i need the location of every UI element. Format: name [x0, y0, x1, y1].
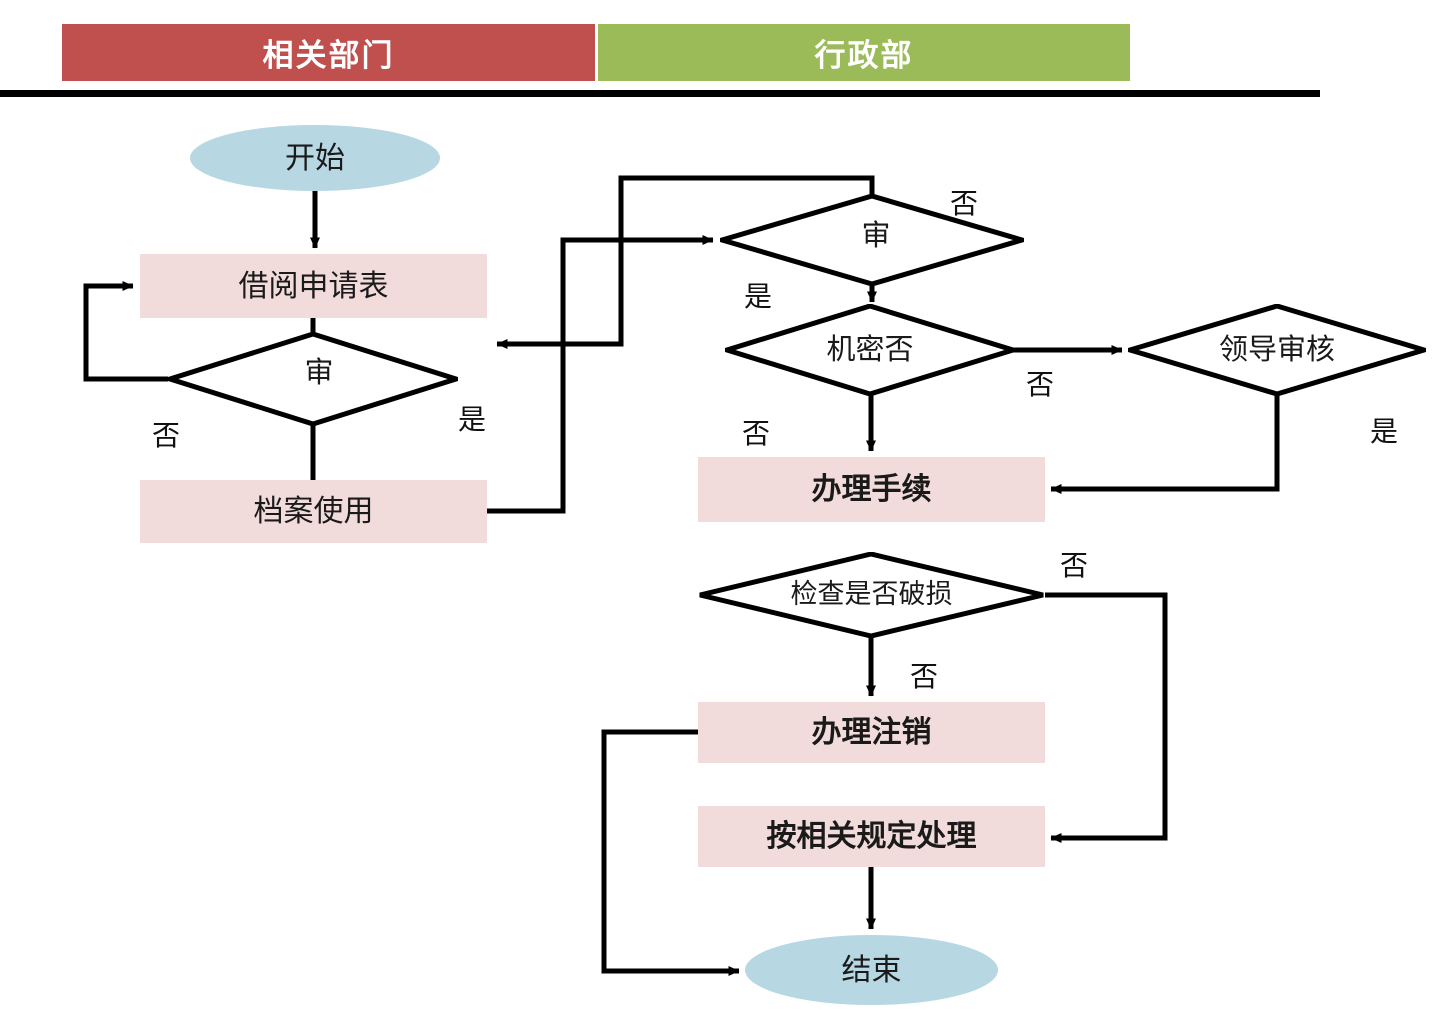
- node-end-label: 结束: [841, 952, 902, 988]
- diamond-shape: [720, 194, 1024, 286]
- node-do-procedures[interactable]: 办理手续: [698, 457, 1045, 522]
- edge-label-confidential-no-right: 否: [1026, 368, 1055, 401]
- edge-label-right-review-no: 否: [950, 187, 979, 220]
- node-start[interactable]: 开始: [190, 125, 440, 191]
- edge-archive-use-to-review-right: [487, 235, 714, 514]
- node-review-right-label: 审: [861, 218, 891, 253]
- node-borrow-form-label: 借阅申请表: [238, 268, 389, 304]
- node-confidential-label: 机密否: [826, 332, 914, 367]
- node-check-damage-label: 检查是否破损: [790, 579, 953, 611]
- diamond-shape: [698, 552, 1045, 638]
- node-borrow-form[interactable]: 借阅申请表: [140, 254, 487, 318]
- node-leader-review-label: 领导审核: [1218, 332, 1335, 367]
- node-review-left-label: 审: [304, 355, 334, 390]
- node-do-procedures-label: 办理手续: [811, 472, 932, 507]
- edge-label-left-review-yes: 是: [458, 403, 487, 436]
- edge-label-confidential-no-down: 否: [742, 417, 771, 450]
- lane-divider: [0, 90, 1320, 97]
- node-do-cancel-label: 办理注销: [811, 715, 932, 750]
- node-review-left[interactable]: 审: [168, 332, 458, 426]
- diamond-shape: [725, 304, 1015, 396]
- edge-label-right-review-yes: 是: [744, 280, 773, 313]
- node-archive-use-label: 档案使用: [253, 494, 374, 529]
- diamond-shape: [1128, 304, 1426, 396]
- edge-leader-review-yes: [1050, 392, 1280, 494]
- node-check-damage[interactable]: 检查是否破损: [698, 552, 1045, 638]
- edge-check-damage-no-right: [1045, 592, 1168, 843]
- node-archive-use[interactable]: 档案使用: [140, 480, 487, 543]
- diamond-shape: [168, 332, 458, 426]
- node-review-right[interactable]: 审: [720, 194, 1024, 286]
- node-handle-by-rule-label: 按相关规定处理: [766, 819, 977, 854]
- node-start-label: 开始: [285, 140, 345, 176]
- edge-label-leader-review-yes: 是: [1370, 415, 1399, 448]
- node-leader-review[interactable]: 领导审核: [1128, 304, 1426, 396]
- lane-header-related-dept: 相关部门: [62, 24, 595, 81]
- node-do-cancel[interactable]: 办理注销: [698, 702, 1045, 763]
- lane-header-related-dept-label: 相关部门: [262, 38, 395, 74]
- edge-label-check-damage-no-right: 否: [1060, 549, 1089, 582]
- edge-label-left-review-no: 否: [152, 419, 181, 452]
- lane-header-admin-dept: 行政部: [598, 24, 1130, 81]
- node-end[interactable]: 结束: [745, 935, 998, 1005]
- edge-label-check-damage-no-down: 否: [910, 660, 939, 693]
- node-confidential[interactable]: 机密否: [725, 304, 1015, 396]
- node-handle-by-rule[interactable]: 按相关规定处理: [698, 806, 1045, 867]
- lane-header-admin-dept-label: 行政部: [814, 38, 914, 74]
